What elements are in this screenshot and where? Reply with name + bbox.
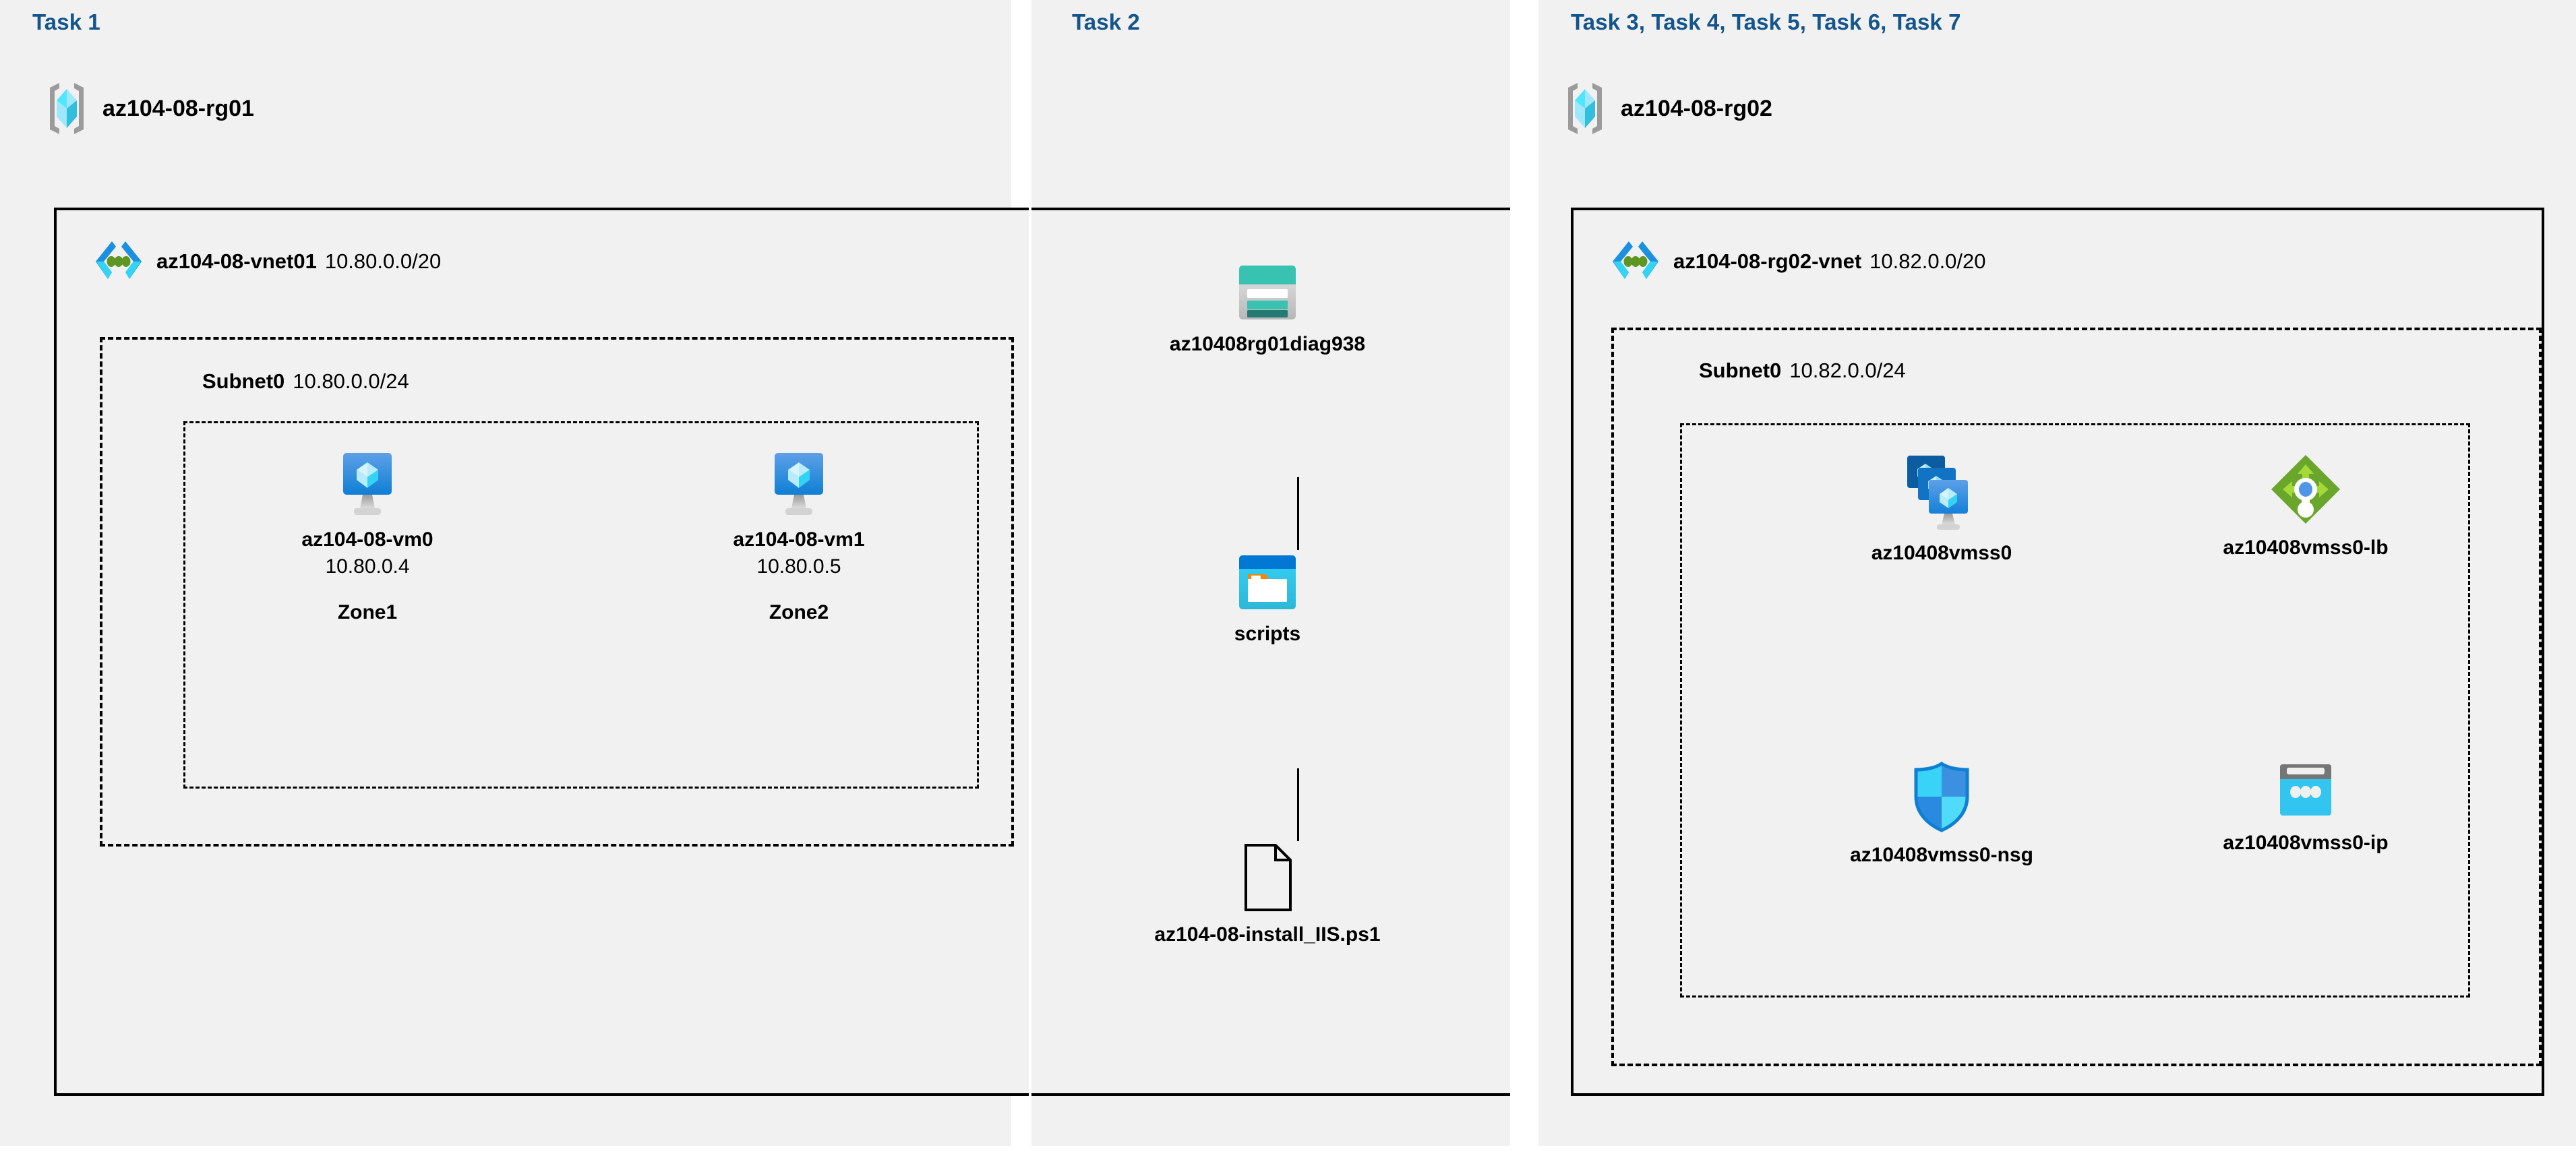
subnet-header-left: Subnet0 10.80.0.0/24 [202, 369, 409, 394]
virtual-network-icon [1611, 237, 1660, 286]
vnet-header-az104-08-vnet01: az104-08-vnet01 10.80.0.0/20 [94, 237, 441, 286]
resource-group-name: az104-08-rg02 [1621, 95, 1772, 121]
task3-7-label: Task 3, Task 4, Task 5, Task 6, Task 7 [1571, 9, 1961, 34]
subnet-header-right: Subnet0 10.82.0.0/24 [1699, 359, 1906, 383]
network-security-group-icon [1911, 762, 1973, 833]
vnet-name: az104-08-vnet01 [156, 249, 317, 273]
public-ip-name: az10408vmss0-ip [2223, 832, 2389, 854]
script-file-name: az104-08-install_IIS.ps1 [1154, 923, 1381, 946]
storage-account-name: az10408rg01diag938 [1169, 333, 1366, 355]
load-balancer-name: az10408vmss0-lb [2223, 536, 2389, 559]
vnet-cidr: 10.82.0.0/20 [1869, 249, 1986, 273]
connector-container-to-file [1297, 768, 1299, 841]
subnet-name: Subnet0 [1699, 359, 1782, 382]
task2-box-top-edge [1031, 208, 1510, 210]
resource-group-az104-08-rg02: az104-08-rg02 [1564, 81, 1772, 136]
virtual-network-icon [94, 237, 143, 286]
file-icon [1240, 842, 1294, 913]
connector-storage-to-container [1297, 477, 1299, 550]
storage-account-icon [1236, 263, 1298, 322]
blob-container-icon [1236, 553, 1298, 612]
subnet-cidr: 10.82.0.0/24 [1789, 359, 1906, 382]
subnet-name: Subnet0 [202, 369, 285, 393]
public-ip-address-icon [2275, 762, 2337, 821]
vm-zone: Zone2 [769, 601, 829, 623]
vm-node-az104-08-vm0: az104-08-vm0 10.80.0.4 Zone1 [256, 452, 479, 624]
nsg-name: az10408vmss0-nsg [1850, 844, 2033, 866]
nsg-node: az10408vmss0-nsg [1780, 762, 2103, 867]
container-name: scripts [1234, 623, 1301, 645]
storage-account-node: az10408rg01diag938 [1119, 263, 1416, 356]
vm-ip: 10.80.0.5 [756, 555, 841, 578]
vm-zone: Zone1 [337, 601, 398, 623]
public-ip-node: az10408vmss0-ip [2157, 762, 2454, 855]
virtual-machine-icon [336, 452, 398, 518]
vm-scale-set-icon [1898, 453, 1985, 531]
task2-label: Task 2 [1072, 9, 1140, 34]
vnet-name: az104-08-rg02-vnet [1673, 249, 1862, 273]
load-balancer-icon [2269, 453, 2342, 526]
vm-group-box [183, 421, 979, 789]
task2-box-bottom-edge [1031, 1093, 1510, 1096]
resource-group-icon [1564, 81, 1606, 136]
subnet0-right-box [1611, 328, 2542, 1066]
vm-name: az104-08-vm1 [733, 528, 865, 551]
vmss-node: az10408vmss0 [1793, 453, 2090, 565]
vnet-cidr: 10.80.0.0/20 [324, 249, 442, 273]
subnet0-left-box [100, 337, 1014, 847]
vnet-header-az104-08-rg02-vnet: az104-08-rg02-vnet 10.82.0.0/20 [1611, 237, 1986, 286]
script-file-node: az104-08-install_IIS.ps1 [1079, 842, 1456, 946]
resource-group-az104-08-rg01: az104-08-rg01 [46, 81, 254, 136]
virtual-machine-icon [768, 452, 830, 518]
panel-gap-left [1029, 0, 1031, 1166]
task1-label: Task 1 [32, 9, 100, 34]
resource-group-icon [46, 81, 88, 136]
subnet-cidr: 10.80.0.0/24 [293, 369, 409, 393]
panel-gap-right [1510, 0, 1538, 1166]
resource-group-name: az104-08-rg01 [102, 95, 254, 121]
vm-ip: 10.80.0.4 [325, 555, 410, 578]
blob-container-node: scripts [1153, 553, 1382, 646]
load-balancer-node: az10408vmss0-lb [2157, 453, 2454, 559]
vm-name: az104-08-vm0 [301, 528, 433, 551]
vmss-name: az10408vmss0 [1871, 542, 2012, 564]
vnet-az104-08-rg02-vnet-box [1571, 208, 2544, 1096]
vmss-group-box [1680, 423, 2470, 998]
vm-node-az104-08-vm1: az104-08-vm1 10.80.0.5 Zone2 [688, 452, 910, 624]
